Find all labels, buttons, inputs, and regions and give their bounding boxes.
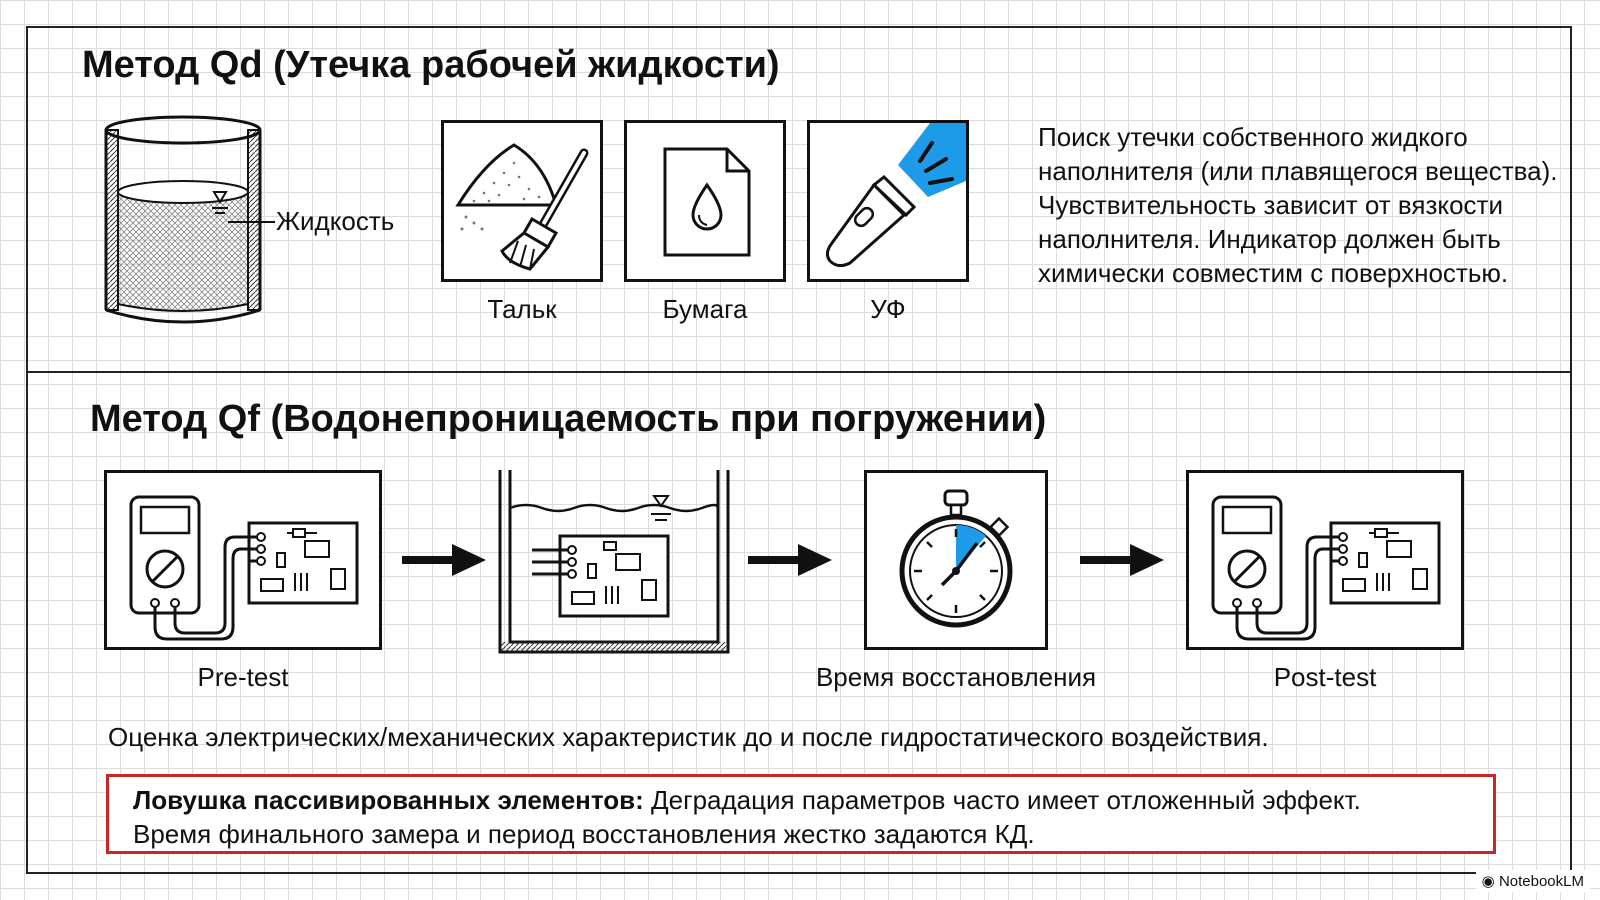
qf-summary: Оценка электрических/механических характ… — [108, 722, 1269, 752]
indicator-label: Бумага — [662, 294, 748, 324]
recovery-box — [864, 470, 1048, 650]
brand-name: NotebookLM — [1498, 873, 1584, 890]
warning-callout: Ловушка пассивированных элементов: Дегра… — [106, 774, 1496, 854]
posttest-box — [1186, 470, 1464, 650]
brand-watermark: ◉ NotebookLM — [1475, 870, 1590, 892]
liquid-label: Жидкость — [276, 206, 395, 236]
indicator-label: Тальк — [487, 294, 557, 324]
step-label: Время восстановления — [815, 662, 1097, 692]
qd-title: Метод Qd (Утечка рабочей жидкости) — [82, 44, 780, 86]
talc-brush-icon — [455, 143, 589, 279]
qf-title: Метод Qf (Водонепроницаемость при погруж… — [90, 398, 1047, 440]
multimeter-pcb-icon — [1211, 495, 1441, 641]
qd-description: Поиск утечки собственного жидкого наполн… — [1038, 122, 1558, 288]
pretest-box — [104, 470, 382, 650]
uv-box — [807, 120, 969, 282]
arrow-icon — [1080, 540, 1166, 580]
multimeter-pcb-icon — [129, 495, 359, 641]
diagram-frame — [26, 26, 1572, 874]
talc-box — [441, 120, 603, 282]
section-divider — [26, 371, 1572, 373]
immersion-tank-icon — [496, 466, 732, 656]
warning-text: Деградация параметров часто имеет отложе… — [643, 785, 1361, 815]
paper-drop-icon — [663, 147, 751, 257]
warning-title: Ловушка пассивированных элементов: — [133, 785, 644, 815]
arrow-icon — [748, 540, 834, 580]
liquid-container-icon — [100, 112, 275, 327]
arrow-icon — [402, 540, 488, 580]
uv-flashlight-icon — [825, 123, 966, 268]
warning-text-line2: Время финального замера и период восстан… — [133, 819, 1035, 849]
stopwatch-icon — [899, 489, 1013, 628]
indicator-label: УФ — [870, 294, 906, 324]
paper-box — [624, 120, 786, 282]
step-label: Pre-test — [197, 662, 289, 692]
step-label: Post-test — [1273, 662, 1377, 692]
